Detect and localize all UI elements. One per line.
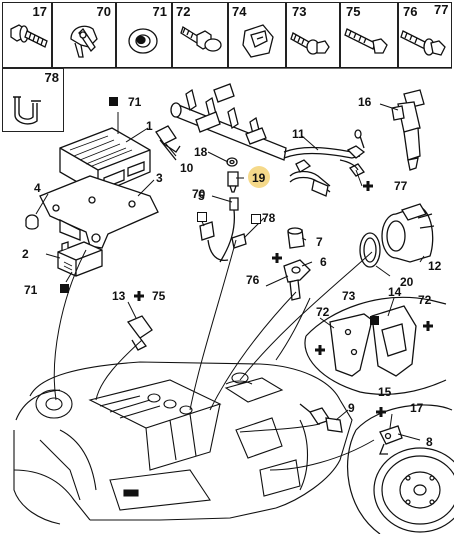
callout-6[interactable]: 6: [320, 255, 327, 269]
part-number-77: 77: [434, 2, 449, 17]
square-marker: [109, 97, 118, 106]
part-cell-78[interactable]: 78: [2, 68, 64, 132]
callout-17[interactable]: 17: [410, 401, 424, 415]
flywheel-detail: [346, 404, 454, 534]
fuel-injector: [391, 89, 425, 171]
callout-13[interactable]: 13: [112, 289, 126, 303]
callout-3[interactable]: 3: [156, 171, 163, 185]
callout-12[interactable]: 12: [428, 259, 442, 273]
ecu-unit: [59, 127, 151, 195]
seal-ring: [226, 157, 238, 167]
callout-71-top[interactable]: 71: [128, 95, 142, 109]
callout-9[interactable]: 9: [348, 401, 355, 415]
part-number: 74: [232, 4, 247, 19]
callout-5[interactable]: 5: [198, 189, 205, 203]
part-number: 76: [403, 4, 418, 19]
callout-14[interactable]: 14: [388, 285, 402, 299]
callout-19[interactable]: 19: [252, 171, 266, 185]
flange-screw-icon: [400, 30, 446, 56]
rubber-mount: [25, 214, 39, 230]
square-marker: [60, 284, 69, 293]
part-cell-75[interactable]: 75: [340, 2, 398, 68]
part-cell-17[interactable]: 17: [2, 2, 52, 68]
part-cell-70[interactable]: 70: [52, 2, 116, 68]
pressure-sensor: [155, 125, 181, 161]
leader-lines: [35, 103, 425, 471]
callout-78[interactable]: 78: [262, 211, 276, 225]
callout-72-left[interactable]: 72: [316, 305, 330, 319]
position-sensor: [283, 259, 311, 301]
long-bolt-icon: [344, 28, 388, 54]
grommet-icon: [128, 28, 158, 54]
callout-8[interactable]: 8: [426, 435, 433, 449]
part-cell-71[interactable]: 71: [116, 2, 172, 68]
part-cell-73[interactable]: 73: [286, 2, 340, 68]
fuel-temp-sensor: [227, 171, 239, 193]
sensor-with-wire: [199, 197, 247, 263]
detail-circle-bracket: [304, 296, 447, 395]
square-marker-open: [197, 212, 207, 222]
callout-2[interactable]: 2: [22, 247, 29, 261]
screw-washer-icon: [290, 32, 330, 55]
part-number: 17: [32, 4, 47, 19]
hose-clip-icon: [13, 96, 41, 125]
part-cell-72[interactable]: 72: [172, 2, 228, 68]
temp-sensor: [299, 403, 343, 433]
square-marker-open: [251, 214, 261, 224]
clip-bracket-icon: [242, 24, 274, 58]
part-number: 75: [346, 4, 361, 19]
engine-bay: [13, 361, 353, 525]
part-number: 73: [292, 4, 307, 19]
plus-markers: [134, 181, 433, 417]
crank-sensor: [379, 425, 403, 455]
callout-10[interactable]: 10: [180, 161, 194, 175]
square-marker: [370, 316, 379, 325]
callout-72-right[interactable]: 72: [418, 293, 432, 307]
callout-18[interactable]: 18: [194, 145, 208, 159]
part-number: 78: [44, 70, 59, 85]
speed-sensor: [126, 315, 153, 351]
part-cell-76[interactable]: 76: [398, 2, 452, 68]
part-number: 71: [152, 4, 167, 19]
callout-20[interactable]: 20: [400, 275, 414, 289]
callout-7[interactable]: 7: [316, 235, 323, 249]
bolt-flange-icon: [10, 24, 48, 48]
callout-76[interactable]: 76: [246, 273, 260, 287]
part-number: 70: [96, 4, 111, 19]
fuel-rail: [170, 83, 287, 161]
callout-77[interactable]: 77: [394, 179, 408, 193]
callout-4[interactable]: 4: [34, 181, 41, 195]
callout-1[interactable]: 1: [146, 119, 153, 133]
callout-71-bottom[interactable]: 71: [24, 283, 38, 297]
ecu-bracket: [39, 175, 159, 249]
sensor-cap: [287, 227, 305, 249]
bolt-washer-icon: [180, 26, 222, 52]
fuel-pipes: [283, 129, 366, 197]
part-cell-74[interactable]: 74: [228, 2, 286, 68]
callout-16[interactable]: 16: [358, 95, 372, 109]
callout-73[interactable]: 73: [342, 289, 356, 303]
clip-icon: [70, 25, 98, 58]
callout-15[interactable]: 15: [378, 385, 392, 399]
callout-75[interactable]: 75: [152, 289, 166, 303]
o-ring: [359, 232, 381, 268]
bracket-15: [329, 313, 373, 377]
cover-14: [371, 305, 417, 377]
airflow-meter: [381, 203, 435, 263]
relay-module: [57, 241, 103, 277]
callout-11[interactable]: 11: [292, 127, 305, 141]
highlight-19: [248, 166, 270, 188]
part-number: 72: [176, 4, 191, 19]
callout-70[interactable]: 70: [192, 187, 206, 201]
